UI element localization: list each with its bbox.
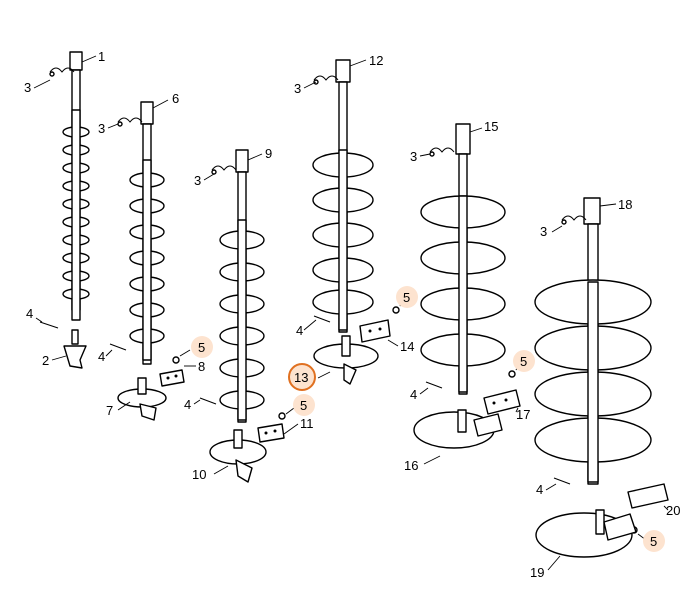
auger-1[interactable] <box>62 51 90 321</box>
callout-5[interactable]: 5 <box>198 340 205 355</box>
screw-5-a[interactable] <box>172 356 180 364</box>
callout-6[interactable]: 6 <box>172 91 179 106</box>
tip-10[interactable] <box>209 429 267 483</box>
callout-18[interactable]: 18 <box>618 197 632 212</box>
blade-17[interactable] <box>483 389 521 415</box>
callout-4[interactable]: 4 <box>98 349 105 364</box>
auger-15[interactable] <box>420 123 506 395</box>
callout-3[interactable]: 3 <box>410 149 417 164</box>
auger-18[interactable] <box>534 197 652 485</box>
callout-5[interactable]: 5 <box>520 354 527 369</box>
callout-5[interactable]: 5 <box>403 290 410 305</box>
callout-19[interactable]: 19 <box>530 565 544 580</box>
callout-3[interactable]: 3 <box>540 224 547 239</box>
highlight-5-a <box>191 336 213 358</box>
callout-20[interactable]: 20 <box>666 503 680 518</box>
callout-5[interactable]: 5 <box>300 398 307 413</box>
callout-11[interactable]: 11 <box>300 416 314 431</box>
callout-4[interactable]: 4 <box>536 482 543 497</box>
pin-3-e[interactable] <box>429 147 455 157</box>
auger-6[interactable] <box>129 101 165 365</box>
leader-lines <box>33 55 669 571</box>
highlight-5-d <box>513 350 535 372</box>
screw-5-c[interactable] <box>392 306 400 314</box>
highlight-circles <box>191 286 665 552</box>
pin-3-f[interactable] <box>561 215 587 225</box>
blade-8[interactable] <box>159 369 185 387</box>
pin-4-a[interactable] <box>39 321 59 329</box>
callout-10[interactable]: 10 <box>192 467 206 482</box>
callout-17[interactable]: 17 <box>516 407 530 422</box>
pin-4-c[interactable] <box>199 397 217 405</box>
callout-3[interactable]: 3 <box>194 173 201 188</box>
callout-4[interactable]: 4 <box>296 323 303 338</box>
tip-7[interactable] <box>117 377 167 421</box>
pin-4-d[interactable] <box>313 315 331 323</box>
callout-3[interactable]: 3 <box>294 81 301 96</box>
callout-3[interactable]: 3 <box>98 121 105 136</box>
tip-13[interactable] <box>313 335 379 385</box>
callout-1[interactable]: 1 <box>98 49 105 64</box>
auger-12[interactable] <box>312 59 374 333</box>
tip-2[interactable] <box>63 329 87 369</box>
callout-15[interactable]: 15 <box>484 119 498 134</box>
callout-3[interactable]: 3 <box>24 80 31 95</box>
callout-16[interactable]: 16 <box>404 458 418 473</box>
pin-4-b[interactable] <box>109 343 127 351</box>
pin-3-c[interactable] <box>211 165 237 175</box>
callout-4[interactable]: 4 <box>184 397 191 412</box>
tip-19[interactable] <box>535 509 637 558</box>
auger-9[interactable] <box>219 149 265 423</box>
callout-13[interactable]: 13 <box>294 370 308 385</box>
callout-5[interactable]: 5 <box>650 534 657 549</box>
pin-3-b[interactable] <box>117 117 143 127</box>
callout-4[interactable]: 4 <box>26 306 33 321</box>
highlight-5-b <box>293 394 315 416</box>
callout-14[interactable]: 14 <box>400 339 414 354</box>
callout-8[interactable]: 8 <box>198 359 205 374</box>
screw-5-d[interactable] <box>508 370 516 378</box>
tip-16[interactable] <box>413 409 503 449</box>
callout-12[interactable]: 12 <box>369 53 383 68</box>
highlight-5-e <box>643 530 665 552</box>
pin-3-a[interactable] <box>49 67 75 77</box>
callout-9[interactable]: 9 <box>265 146 272 161</box>
callout-labels: 1 3 4 2 6 3 4 5 8 7 9 3 4 5 11 10 12 3 4… <box>24 49 680 580</box>
blade-20[interactable] <box>627 483 669 509</box>
callout-7[interactable]: 7 <box>106 403 113 418</box>
callout-2[interactable]: 2 <box>42 353 49 368</box>
selected-13-ring <box>288 363 316 391</box>
pin-3-d[interactable] <box>313 75 339 85</box>
blade-14[interactable] <box>359 319 391 343</box>
pin-4-e[interactable] <box>425 381 443 389</box>
screw-5-b[interactable] <box>278 412 286 420</box>
blade-11[interactable] <box>257 423 285 443</box>
pin-4-f[interactable] <box>553 477 571 485</box>
highlight-5-c <box>396 286 418 308</box>
callout-4[interactable]: 4 <box>410 387 417 402</box>
